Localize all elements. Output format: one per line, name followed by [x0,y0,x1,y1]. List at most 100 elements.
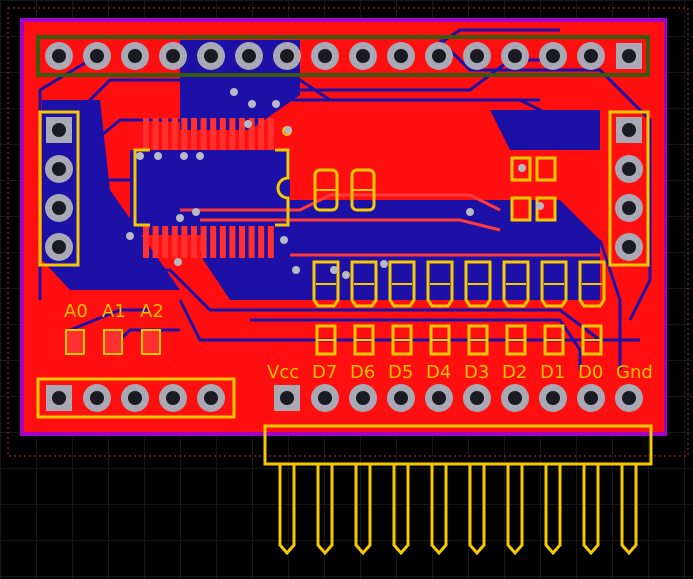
right-header [608,110,650,267]
led-footprint [464,260,492,308]
label-d4: D4 [426,362,451,383]
led-footprint [578,260,606,308]
ic-pad [181,226,188,258]
label-d6: D6 [350,362,375,383]
via [196,152,204,160]
top-header-pad-drill [470,49,484,63]
led-footprint [540,260,568,308]
top-header-pins [45,42,642,70]
ic-pad [152,226,159,258]
top-header-pad-drill [318,49,332,63]
led-footprint [388,260,416,308]
ic-silkscreen-outline [133,148,290,227]
left-header-pad-drill [52,240,66,254]
via [180,152,188,160]
led-footprint [502,260,530,308]
top-header-pad-drill [356,49,370,63]
ic-pad [258,226,265,258]
bottom-right-header-pad-drill [280,391,294,405]
via [330,266,338,274]
right-angle-header [263,424,653,556]
label-d0: D0 [578,362,603,383]
via [518,164,526,172]
bottom-right-header-pad-drill [508,391,522,405]
data-header-labels: Vcc D7 D6 D5 D4 D3 D2 D1 D0 Gnd [267,362,653,383]
label-d5: D5 [388,362,413,383]
bottom-left-header-outline [36,377,236,419]
left-header-pins [45,117,73,261]
ic-pad [219,118,226,150]
right-header-pad-drill [622,240,636,254]
jumper-pad [103,329,123,355]
top-header-pad-drill [584,49,598,63]
via [192,208,200,216]
top-header-pad-drill [204,49,218,63]
traces-bottom [38,28,652,370]
right-angle-leg [430,464,448,556]
top-header-pad-drill [394,49,408,63]
via [230,88,238,96]
right-header-pad-drill [622,162,636,176]
via [536,202,544,210]
via [248,100,256,108]
bottom-left-header-pad-drill [52,391,66,405]
bottom-right-header-pad-drill [470,391,484,405]
label-a2: A2 [140,301,164,322]
ic-pad [248,118,255,150]
resistor-footprint [543,324,565,356]
ic-pad [191,226,197,258]
right-header-pad-drill [622,123,636,137]
top-header-pad-drill [280,49,294,63]
resistor-footprint [315,324,337,356]
bottom-right-header-pins [274,384,643,412]
right-angle-leg [506,464,524,556]
via [174,258,182,266]
left-header [38,110,80,267]
right-angle-leg [620,464,638,556]
label-gnd: Gnd [616,362,653,383]
right-angle-leg [468,464,486,556]
bottom-left-header-pad-drill [90,391,104,405]
bottom-left-header-pad-drill [204,391,218,405]
right-angle-leg [544,464,562,556]
resistor-footprint [467,324,489,356]
led-footprint [350,260,378,308]
right-angle-leg [316,464,334,556]
top-header-outline [36,35,650,77]
left-header-outline [38,110,80,267]
ic-pad [258,118,265,150]
ic-pad [267,226,274,258]
via [342,271,350,279]
ic-pad [152,118,159,150]
ic-pads-top-row [143,118,274,150]
via [272,100,280,108]
jumper-pad [141,329,161,355]
ic-pad [143,226,149,258]
right-angle-leg [392,464,410,556]
vias [126,88,544,279]
resistor-footprint [353,324,375,356]
resistor-footprint [505,324,527,356]
label-d1: D1 [540,362,565,383]
label-a1: A1 [102,301,126,322]
led-row [312,260,606,308]
bottom-right-header-pad-drill [546,391,560,405]
ic-pad [248,226,255,258]
ic-chip [133,118,292,258]
via [292,266,300,274]
via [176,214,184,222]
bottom-left-header-pad-drill [166,391,180,405]
right-angle-header-legs [278,464,638,556]
left-header-pad-drill [52,123,66,137]
address-labels: A0 A1 A2 [64,301,164,322]
ic-pad [239,118,245,150]
ic-pad [229,226,236,258]
resistor-footprint [391,324,413,356]
resistor-footprint [581,324,603,356]
top-header-pad-drill [622,49,636,63]
led-footprint [426,260,454,308]
bottom-left-header-pad-drill [128,391,142,405]
right-header-outline [608,110,650,267]
ic-pad [162,118,169,150]
